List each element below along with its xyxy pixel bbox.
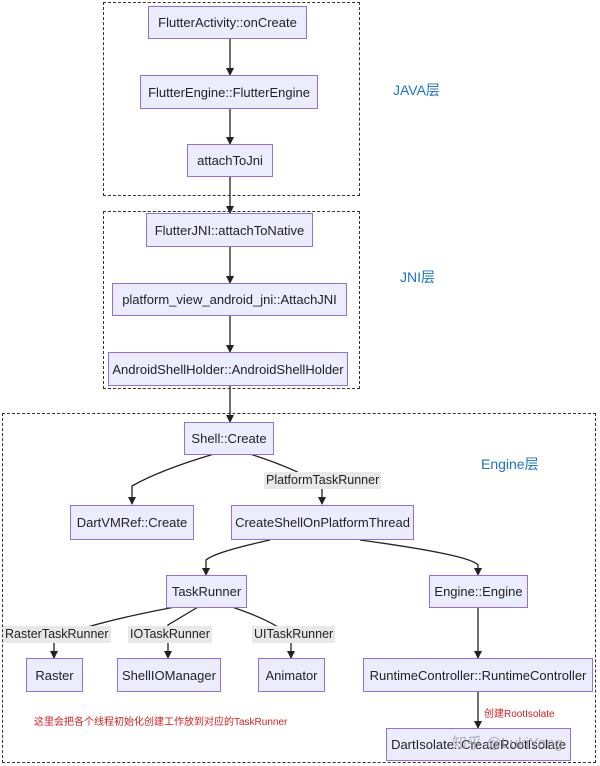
java-layer-label: JAVA层 (393, 82, 440, 98)
node-dartvmref-create[interactable]: DartVMRef::Create (70, 505, 194, 540)
engine-layer-group (2, 413, 596, 763)
edge-label-io-task-runner: IOTaskRunner (128, 626, 212, 643)
node-attach-jni[interactable]: platform_view_android_jni::AttachJNI (112, 283, 347, 316)
node-create-shell-on-platform-thread[interactable]: CreateShellOnPlatformThread (231, 505, 414, 540)
engine-layer-label: Engine层 (481, 456, 539, 472)
edge-label-raster-task-runner: RasterTaskRunner (3, 626, 111, 643)
thread-init-note: 这里会把各个线程初始化创建工作放到对应的TaskRunner (34, 717, 288, 728)
edge-createshell-engine (359, 539, 482, 576)
edge-label-create-root-isolate: 创建RootIsolate (484, 709, 555, 720)
node-shell-create[interactable]: Shell::Create (184, 422, 274, 455)
node-attach-to-native[interactable]: FlutterJNI::attachToNative (146, 213, 313, 247)
java-layer-group (103, 2, 360, 196)
node-flutter-activity-oncreate[interactable]: FlutterActivity::onCreate (148, 6, 307, 39)
node-engine-engine[interactable]: Engine::Engine (429, 575, 528, 608)
node-runtime-controller[interactable]: RuntimeController::RuntimeController (363, 658, 593, 692)
node-flutter-engine[interactable]: FlutterEngine::FlutterEngine (140, 75, 318, 109)
node-android-shell-holder[interactable]: AndroidShellHolder::AndroidShellHolder (108, 352, 348, 386)
watermark-text: 知乎 @LukiYang (452, 735, 563, 752)
node-dart-isolate-create-root-isolate[interactable]: DartIsolate::CreateRootIsolate (386, 728, 571, 761)
node-animator[interactable]: Animator (258, 658, 325, 692)
node-attach-to-jni[interactable]: attachToJni (187, 144, 273, 177)
jni-layer-label: JNI层 (400, 269, 435, 285)
edge-label-platform-task-runner: PlatformTaskRunner (264, 472, 382, 489)
edge-label-ui-task-runner: UITaskRunner (252, 626, 336, 643)
node-shell-io-manager[interactable]: ShellIOManager (117, 658, 221, 692)
edge-shellcreate-dartvmref (128, 453, 215, 505)
edge-taskrunner-ioman (164, 606, 199, 659)
edge-createshell-taskrunner (202, 539, 271, 576)
node-raster[interactable]: Raster (26, 658, 83, 692)
node-task-runner[interactable]: TaskRunner (166, 575, 247, 608)
